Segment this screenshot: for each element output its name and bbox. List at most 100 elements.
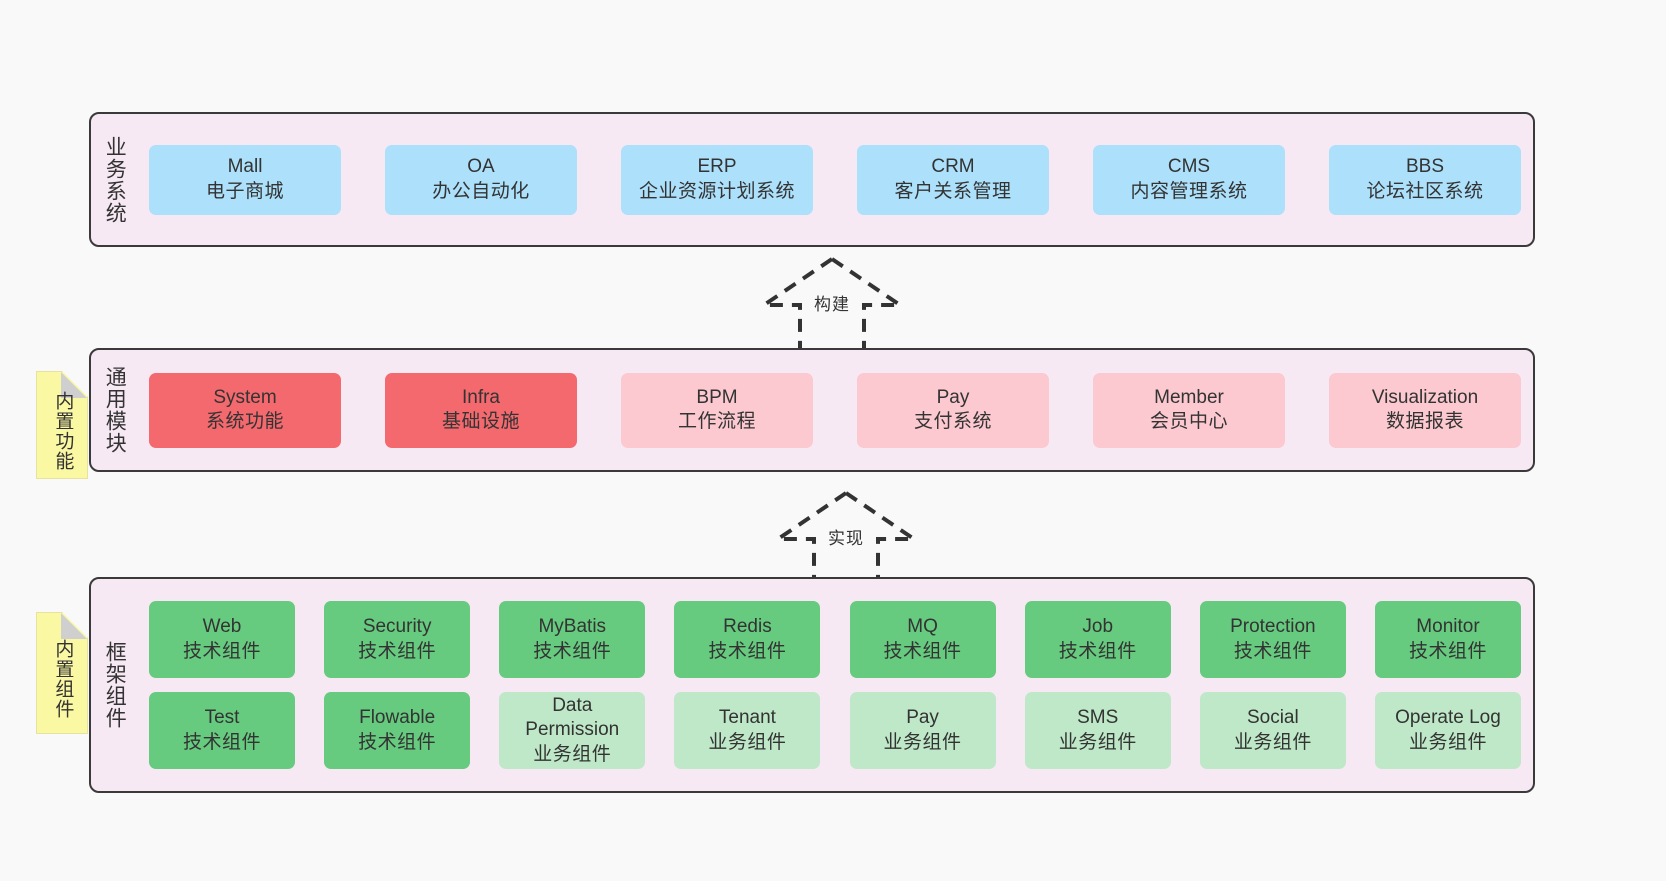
card-bbs[interactable]: BBS 论坛社区系统 bbox=[1329, 144, 1521, 215]
card-subtitle: 业务组件 bbox=[1058, 731, 1137, 753]
card-social[interactable]: Social 业务组件 bbox=[1199, 692, 1346, 769]
card-redis[interactable]: Redis 技术组件 bbox=[674, 601, 821, 678]
card-job[interactable]: Job 技术组件 bbox=[1024, 601, 1171, 678]
layer-title-common-modules: 通用模块 bbox=[103, 366, 127, 454]
card-subtitle: 技术组件 bbox=[182, 731, 261, 753]
card-subtitle: 业务组件 bbox=[1233, 731, 1312, 753]
card-crm[interactable]: CRM 客户关系管理 bbox=[857, 144, 1049, 215]
card-subtitle: 数据报表 bbox=[1385, 411, 1464, 432]
card-bpm[interactable]: BPM 工作流程 bbox=[621, 372, 813, 448]
card-security[interactable]: Security 技术组件 bbox=[324, 601, 471, 678]
layer-common-modules: 通用模块 System 系统功能 Infra 基础设施 BPM 工作流程 Pay… bbox=[89, 348, 1535, 472]
card-title: Visualization bbox=[1371, 386, 1479, 408]
card-pay-component[interactable]: Pay 业务组件 bbox=[849, 692, 996, 769]
card-subtitle: 业务组件 bbox=[533, 743, 612, 765]
card-title: OA bbox=[467, 156, 495, 178]
card-title: BBS bbox=[1405, 156, 1445, 178]
card-row: System 系统功能 Infra 基础设施 BPM 工作流程 Pay 支付系统… bbox=[149, 372, 1521, 448]
card-subtitle: 技术组件 bbox=[883, 640, 962, 662]
card-mall[interactable]: Mall 电子商城 bbox=[149, 144, 341, 215]
note-label: 内置功能 bbox=[52, 391, 74, 471]
card-title: Protection bbox=[1230, 616, 1316, 638]
card-title: Test bbox=[204, 707, 240, 729]
card-data-permission[interactable]: Data Permission 业务组件 bbox=[499, 692, 646, 769]
card-title: Redis bbox=[723, 616, 772, 638]
card-subtitle: 技术组件 bbox=[1408, 640, 1487, 662]
card-subtitle: 工作流程 bbox=[677, 411, 756, 432]
card-sms[interactable]: SMS 业务组件 bbox=[1024, 692, 1171, 769]
card-cms[interactable]: CMS 内容管理系统 bbox=[1093, 144, 1285, 215]
card-member[interactable]: Member 会员中心 bbox=[1093, 372, 1285, 448]
card-system[interactable]: System 系统功能 bbox=[149, 372, 341, 448]
card-protection[interactable]: Protection 技术组件 bbox=[1199, 601, 1346, 678]
card-subtitle: 技术组件 bbox=[1058, 640, 1137, 662]
connector-label-implement: 实现 bbox=[828, 529, 864, 548]
card-title: Data Permission bbox=[525, 695, 620, 741]
note-label: 内置组件 bbox=[52, 639, 74, 719]
layer-title-framework-components: 框架组件 bbox=[103, 641, 127, 729]
card-subtitle: 内容管理系统 bbox=[1130, 180, 1248, 202]
layer-body-business-systems: Mall 电子商城 OA 办公自动化 ERP 企业资源计划系统 CRM 客户关系… bbox=[137, 114, 1533, 245]
note-builtin-components: 内置组件 bbox=[36, 612, 88, 734]
card-mybatis[interactable]: MyBatis 技术组件 bbox=[499, 601, 646, 678]
card-title: System bbox=[213, 386, 277, 408]
card-subtitle: 业务组件 bbox=[708, 731, 787, 753]
card-test[interactable]: Test 技术组件 bbox=[149, 692, 295, 769]
card-subtitle: 业务组件 bbox=[883, 731, 962, 753]
card-title: Flowable bbox=[359, 707, 436, 729]
card-subtitle: 支付系统 bbox=[913, 411, 992, 432]
card-title: Security bbox=[362, 616, 432, 638]
card-erp[interactable]: ERP 企业资源计划系统 bbox=[621, 144, 813, 215]
card-title: Monitor bbox=[1416, 616, 1480, 638]
layer-body-common-modules: System 系统功能 Infra 基础设施 BPM 工作流程 Pay 支付系统… bbox=[137, 350, 1533, 470]
card-title: Member bbox=[1154, 386, 1224, 408]
card-title: Tenant bbox=[718, 707, 776, 729]
card-subtitle: 系统功能 bbox=[205, 411, 284, 432]
card-title: BPM bbox=[696, 386, 738, 408]
card-subtitle: 技术组件 bbox=[358, 640, 437, 662]
card-title: MQ bbox=[907, 616, 938, 638]
layer-title-business-systems: 业务系统 bbox=[103, 135, 127, 224]
card-row: Web 技术组件 Security 技术组件 MyBatis 技术组件 Redi… bbox=[149, 601, 1521, 678]
card-subtitle: 客户关系管理 bbox=[894, 180, 1012, 202]
connector-label-build: 构建 bbox=[814, 295, 850, 314]
card-tenant[interactable]: Tenant 业务组件 bbox=[674, 692, 821, 769]
card-subtitle: 办公自动化 bbox=[432, 180, 530, 202]
card-title: Job bbox=[1082, 616, 1114, 638]
card-title: Operate Log bbox=[1395, 707, 1501, 729]
card-title: SMS bbox=[1077, 707, 1119, 729]
card-title: Pay bbox=[936, 386, 970, 408]
card-title: MyBatis bbox=[538, 616, 607, 638]
layer-framework-components: 框架组件 Web 技术组件 Security 技术组件 MyBatis 技术组件… bbox=[89, 577, 1535, 793]
card-web[interactable]: Web 技术组件 bbox=[149, 601, 295, 678]
card-title: Mall bbox=[227, 156, 263, 178]
card-subtitle: 论坛社区系统 bbox=[1366, 180, 1484, 202]
card-pay-module[interactable]: Pay 支付系统 bbox=[857, 372, 1049, 448]
note-builtin-functions: 内置功能 bbox=[36, 371, 88, 479]
card-visualization[interactable]: Visualization 数据报表 bbox=[1329, 372, 1521, 448]
card-title: ERP bbox=[697, 156, 737, 178]
card-subtitle: 技术组件 bbox=[182, 640, 261, 662]
card-flowable[interactable]: Flowable 技术组件 bbox=[324, 692, 471, 769]
card-title: Pay bbox=[906, 707, 939, 729]
layer-business-systems: 业务系统 Mall 电子商城 OA 办公自动化 ERP 企业资源计划系统 CRM… bbox=[89, 112, 1535, 247]
card-subtitle: 基础设施 bbox=[441, 411, 520, 432]
card-operate-log[interactable]: Operate Log 业务组件 bbox=[1374, 692, 1521, 769]
card-mq[interactable]: MQ 技术组件 bbox=[849, 601, 996, 678]
card-row: Mall 电子商城 OA 办公自动化 ERP 企业资源计划系统 CRM 客户关系… bbox=[149, 144, 1521, 215]
card-title: CMS bbox=[1167, 156, 1211, 178]
card-title: Infra bbox=[461, 386, 501, 408]
card-row: Test 技术组件 Flowable 技术组件 Data Permission … bbox=[149, 692, 1521, 769]
card-subtitle: 会员中心 bbox=[1149, 411, 1228, 432]
card-subtitle: 技术组件 bbox=[1233, 640, 1312, 662]
card-infra[interactable]: Infra 基础设施 bbox=[385, 372, 577, 448]
card-monitor[interactable]: Monitor 技术组件 bbox=[1374, 601, 1521, 678]
card-title: CRM bbox=[931, 156, 975, 178]
card-oa[interactable]: OA 办公自动化 bbox=[385, 144, 577, 215]
card-subtitle: 技术组件 bbox=[358, 731, 437, 753]
card-subtitle: 技术组件 bbox=[533, 640, 612, 662]
card-subtitle: 企业资源计划系统 bbox=[638, 180, 795, 202]
card-subtitle: 业务组件 bbox=[1408, 731, 1487, 753]
card-subtitle: 电子商城 bbox=[205, 180, 284, 202]
